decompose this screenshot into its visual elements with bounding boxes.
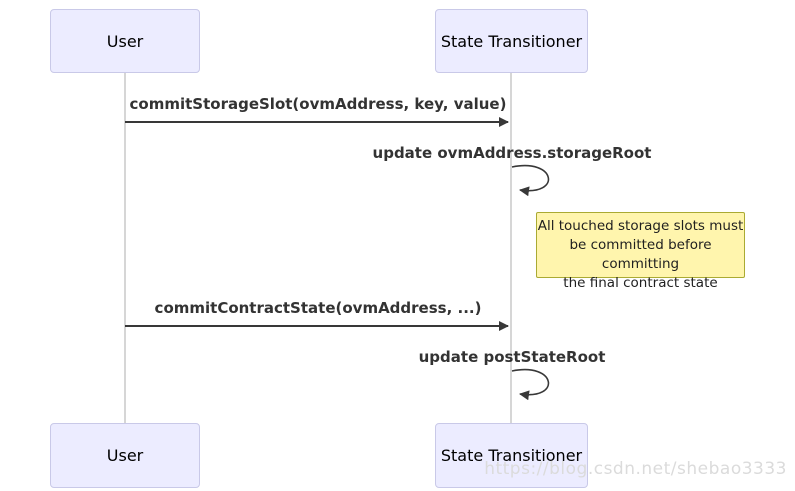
message-label-update-post-state-root: update postStateRoot	[418, 348, 606, 366]
note-line-2: be committed before committing	[569, 237, 712, 272]
message-label-commit-storage-slot: commitStorageSlot(ovmAddress, key, value…	[129, 95, 507, 113]
note-box: All touched storage slots must be commit…	[536, 212, 745, 291]
note-line-3: the final contract state	[563, 275, 718, 291]
message-label-update-storage-root: update ovmAddress.storageRoot	[372, 144, 652, 162]
watermark: https://blog.csdn.net/shebao3333	[484, 459, 787, 479]
actor-state-transitioner-top: State Transitioner	[435, 9, 588, 73]
self-loop-update-storage-root	[511, 164, 550, 197]
self-loop-update-post-state-root	[511, 368, 550, 401]
actor-user-top-label: User	[106, 31, 144, 51]
actor-state-transitioner-top-label: State Transitioner	[440, 31, 583, 51]
actor-user-bottom: User	[50, 423, 200, 488]
actor-state-transitioner-bottom: State Transitioner	[435, 423, 588, 488]
actor-user-bottom-label: User	[106, 446, 144, 465]
note-line-1: All touched storage slots must	[537, 218, 744, 234]
actor-state-transitioner-bottom-label: State Transitioner	[440, 446, 583, 465]
message-label-commit-contract-state: commitContractState(ovmAddress, ...)	[154, 299, 482, 317]
actor-user-top: User	[50, 9, 200, 73]
